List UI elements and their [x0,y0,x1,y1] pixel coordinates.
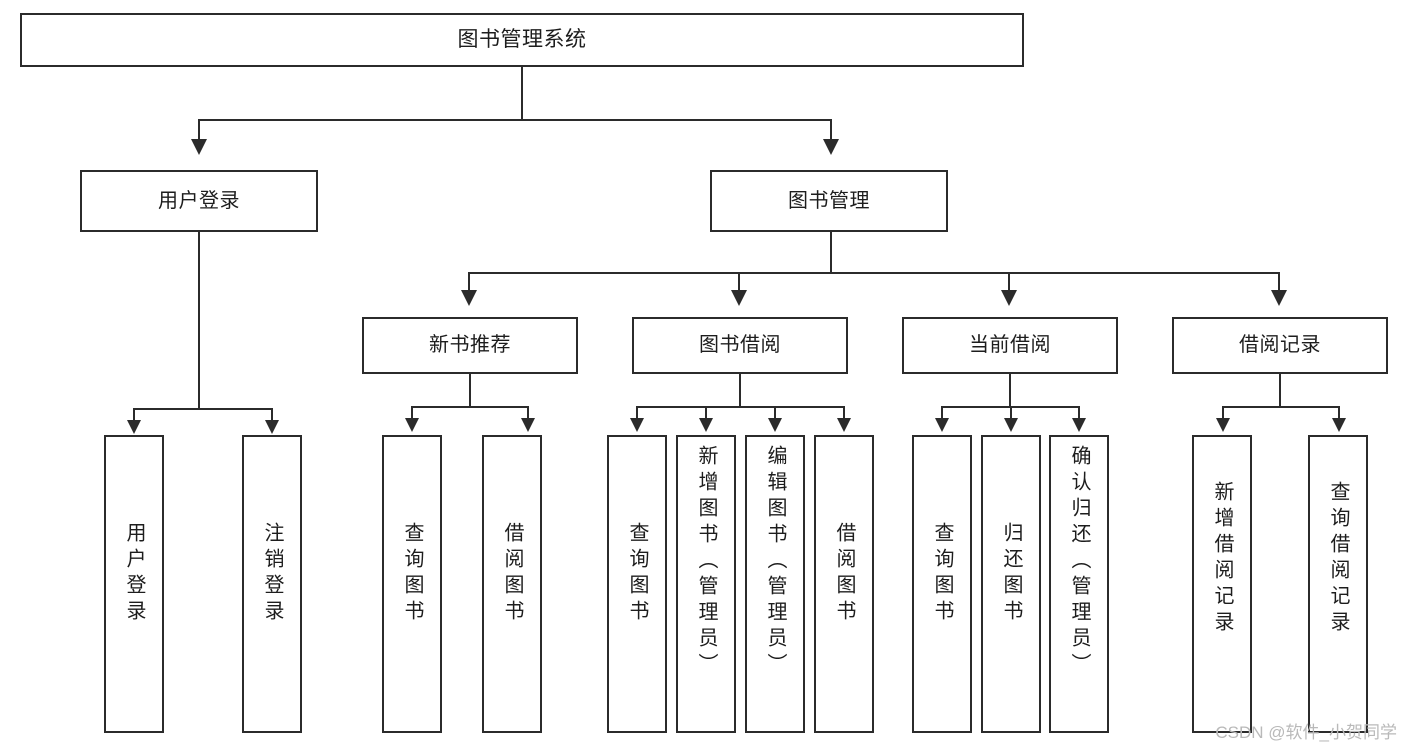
node-label: 确认归还（管理员） [1068,445,1090,679]
node-label: 借阅图书 [501,522,523,626]
arrow-to-book-management-icon [823,139,839,155]
connector-bb-drop-1 [636,406,638,420]
leaf-borrow-record-2[interactable]: 查询借阅记录 [1308,435,1368,733]
connector-new-book-recommend-bus [411,406,529,408]
node-label: 查询图书 [626,522,648,626]
node-book-management[interactable]: 图书管理 [710,170,948,232]
node-user-login[interactable]: 用户登录 [80,170,318,232]
connector-current-borrow-stem [1009,374,1011,406]
node-book-borrow[interactable]: 图书借阅 [632,317,848,374]
connector-user-login-drop-1 [133,408,135,422]
connector-borrow-record-stem [1279,374,1281,406]
connector-cb-drop-2 [1010,406,1012,420]
connector-user-login-stem [198,232,200,408]
connector-br-drop-2 [1338,406,1340,420]
connector-nbr-drop-2 [527,406,529,420]
node-label: 新增借阅记录 [1211,481,1233,637]
arrow-bb-leaf-2-icon [699,418,713,432]
arrow-to-borrow-record-icon [1271,290,1287,306]
connector-level2-bus [468,272,1280,274]
connector-br-drop-1 [1222,406,1224,420]
node-label: 查询图书 [401,522,423,626]
connector-nbr-drop-1 [411,406,413,420]
arrow-cb-leaf-3-icon [1072,418,1086,432]
connector-to-new-book-recommend [468,272,470,292]
node-label: 用户登录 [158,189,240,212]
connector-borrow-record-bus [1222,406,1340,408]
connector-new-book-recommend-stem [469,374,471,406]
connector-book-management-stem [830,232,832,272]
node-label: 新增图书（管理员） [695,445,717,679]
node-label: 查询借阅记录 [1327,481,1349,637]
node-label: 借阅图书 [833,522,855,626]
node-borrow-record[interactable]: 借阅记录 [1172,317,1388,374]
leaf-current-borrow-2[interactable]: 归还图书 [981,435,1041,733]
connector-bb-drop-4 [843,406,845,420]
connector-book-borrow-bus [636,406,844,408]
leaf-new-book-recommend-1[interactable]: 查询图书 [382,435,442,733]
connector-to-book-borrow [738,272,740,292]
node-current-borrow[interactable]: 当前借阅 [902,317,1118,374]
leaf-user-login-1[interactable]: 用户登录 [104,435,164,733]
connector-root-stem [521,67,523,119]
arrow-to-new-book-recommend-icon [461,290,477,306]
connector-user-login-bus [133,408,272,410]
node-label: 查询图书 [931,522,953,626]
connector-cb-drop-3 [1078,406,1080,420]
connector-bb-drop-3 [774,406,776,420]
arrow-br-leaf-1-icon [1216,418,1230,432]
connector-bb-drop-2 [705,406,707,420]
node-label: 图书管理系统 [457,27,587,51]
csdn-watermark: CSDN @软件_小贺同学 [1215,723,1397,742]
node-label: 图书管理 [788,189,870,212]
connector-root-to-book-management [830,119,832,141]
connector-book-borrow-stem [739,374,741,406]
connector-root-to-user-login [198,119,200,141]
leaf-book-borrow-2[interactable]: 新增图书（管理员） [676,435,736,733]
arrow-nbr-leaf-1-icon [405,418,419,432]
node-label: 借阅记录 [1239,334,1321,356]
arrow-cb-leaf-1-icon [935,418,949,432]
arrow-br-leaf-2-icon [1332,418,1346,432]
leaf-book-borrow-4[interactable]: 借阅图书 [814,435,874,733]
connector-to-borrow-record [1278,272,1280,292]
leaf-borrow-record-1[interactable]: 新增借阅记录 [1192,435,1252,733]
arrow-user-login-leaf-2-icon [265,420,279,434]
connector-to-current-borrow [1008,272,1010,292]
leaf-book-borrow-3[interactable]: 编辑图书（管理员） [745,435,805,733]
node-label: 图书借阅 [699,334,781,356]
arrow-to-current-borrow-icon [1001,290,1017,306]
node-label: 注销登录 [261,522,283,626]
arrow-user-login-leaf-1-icon [127,420,141,434]
arrow-bb-leaf-4-icon [837,418,851,432]
connector-root-bus [198,119,832,121]
node-new-book-recommend[interactable]: 新书推荐 [362,317,578,374]
arrow-bb-leaf-3-icon [768,418,782,432]
connector-cb-drop-1 [941,406,943,420]
leaf-new-book-recommend-2[interactable]: 借阅图书 [482,435,542,733]
node-book-management-system[interactable]: 图书管理系统 [20,13,1024,67]
arrow-cb-leaf-2-icon [1004,418,1018,432]
connector-user-login-drop-2 [271,408,273,422]
leaf-current-borrow-1[interactable]: 查询图书 [912,435,972,733]
arrow-to-book-borrow-icon [731,290,747,306]
leaf-book-borrow-1[interactable]: 查询图书 [607,435,667,733]
node-label: 新书推荐 [429,334,511,356]
arrow-nbr-leaf-2-icon [521,418,535,432]
arrow-to-user-login-icon [191,139,207,155]
node-label: 用户登录 [123,522,145,626]
node-label: 当前借阅 [969,334,1051,356]
leaf-user-login-2[interactable]: 注销登录 [242,435,302,733]
leaf-current-borrow-3[interactable]: 确认归还（管理员） [1049,435,1109,733]
arrow-bb-leaf-1-icon [630,418,644,432]
node-label: 编辑图书（管理员） [764,445,786,679]
node-label: 归还图书 [1000,522,1022,626]
